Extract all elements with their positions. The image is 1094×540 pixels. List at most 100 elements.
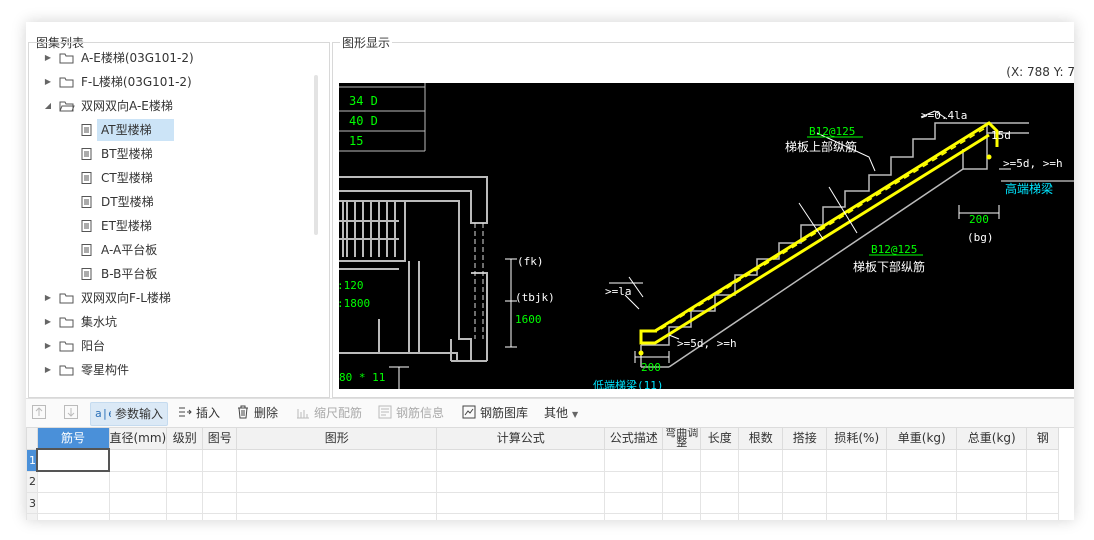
table-row[interactable]: 2 [26, 470, 1060, 493]
collapsed-arrow-icon[interactable]: ▶ [44, 341, 52, 350]
table-cell[interactable] [738, 448, 784, 472]
table-cell[interactable] [436, 448, 606, 472]
table-cell[interactable] [700, 470, 740, 493]
table-cell[interactable] [166, 470, 204, 493]
table-cell[interactable] [956, 492, 1028, 514]
row-number[interactable]: 2 [26, 470, 38, 493]
table-cell[interactable] [604, 448, 664, 472]
table-cell[interactable] [236, 513, 438, 520]
table-row[interactable]: 1 [26, 448, 1060, 472]
column-header[interactable]: 根数 [738, 427, 784, 450]
table-cell[interactable] [108, 470, 168, 493]
table-cell[interactable] [202, 448, 238, 472]
table-row[interactable]: 4 [26, 513, 1060, 520]
table-cell[interactable] [236, 492, 438, 514]
drawing-canvas[interactable]: 34 D 40 D 15 [339, 83, 1074, 389]
row-number[interactable]: 1 [26, 448, 38, 472]
table-cell[interactable] [662, 470, 702, 493]
move-down-button[interactable] [64, 402, 82, 424]
table-cell[interactable] [1026, 492, 1060, 514]
table-cell[interactable] [826, 492, 888, 514]
column-header[interactable]: 图形 [236, 427, 438, 450]
row-number[interactable]: 4 [26, 513, 38, 520]
column-header[interactable]: 图号 [202, 427, 238, 450]
expanded-arrow-icon[interactable]: ◢ [44, 101, 52, 110]
table-cell[interactable] [36, 448, 110, 472]
table-cell[interactable] [166, 448, 204, 472]
column-header[interactable]: 级别 [166, 427, 204, 450]
table-cell[interactable] [782, 470, 828, 493]
table-cell[interactable] [202, 470, 238, 493]
table-cell[interactable] [436, 492, 606, 514]
column-header[interactable]: 搭接 [782, 427, 828, 450]
column-header[interactable]: 钢 [1026, 427, 1060, 450]
collapsed-arrow-icon[interactable]: ▶ [44, 53, 52, 62]
table-cell[interactable] [738, 513, 784, 520]
table-cell[interactable] [604, 492, 664, 514]
tree-scrollbar[interactable] [314, 75, 318, 235]
table-cell[interactable] [604, 513, 664, 520]
collapsed-arrow-icon[interactable]: ▶ [44, 77, 52, 86]
column-header[interactable]: 总重(kg) [956, 427, 1028, 450]
move-up-button[interactable] [32, 402, 50, 424]
rebar-info-button[interactable]: 钢筋信息 [378, 402, 444, 424]
table-cell[interactable] [886, 448, 958, 472]
scale-rebar-button[interactable]: 缩尺配筋 [296, 402, 362, 424]
table-cell[interactable] [436, 513, 606, 520]
column-header[interactable]: 直径(mm) [108, 427, 168, 450]
table-cell[interactable] [1026, 513, 1060, 520]
table-cell[interactable] [1026, 448, 1060, 472]
table-cell[interactable] [166, 492, 204, 514]
table-cell[interactable] [108, 513, 168, 520]
table-cell[interactable] [662, 492, 702, 514]
table-cell[interactable] [782, 448, 828, 472]
collapsed-arrow-icon[interactable]: ▶ [44, 317, 52, 326]
collapsed-arrow-icon[interactable]: ▶ [44, 365, 52, 374]
column-header[interactable]: 长度 [700, 427, 740, 450]
table-cell[interactable] [36, 492, 110, 514]
table-cell[interactable] [886, 513, 958, 520]
column-header[interactable]: 单重(kg) [886, 427, 958, 450]
table-cell[interactable] [36, 470, 110, 493]
rebar-library-button[interactable]: 钢筋图库 [462, 402, 528, 424]
column-header[interactable]: 弯曲调整 [662, 427, 702, 450]
insert-button[interactable]: 插入 [178, 402, 220, 424]
table-cell[interactable] [826, 513, 888, 520]
table-cell[interactable] [700, 448, 740, 472]
table-cell[interactable] [1026, 470, 1060, 493]
table-cell[interactable] [662, 448, 702, 472]
table-cell[interactable] [956, 470, 1028, 493]
table-cell[interactable] [782, 513, 828, 520]
table-cell[interactable] [956, 448, 1028, 472]
row-number[interactable]: 3 [26, 492, 38, 514]
table-cell[interactable] [886, 492, 958, 514]
table-cell[interactable] [738, 492, 784, 514]
column-header[interactable]: 损耗(%) [826, 427, 888, 450]
table-cell[interactable] [236, 448, 438, 472]
column-header[interactable]: 公式描述 [604, 427, 664, 450]
table-cell[interactable] [604, 470, 664, 493]
table-cell[interactable] [826, 470, 888, 493]
table-row[interactable]: 3 [26, 492, 1060, 514]
column-header[interactable]: 筋号 [36, 427, 110, 450]
table-cell[interactable] [782, 492, 828, 514]
collapsed-arrow-icon[interactable]: ▶ [44, 293, 52, 302]
other-menu-button[interactable]: 其他▼ [544, 402, 578, 424]
table-cell[interactable] [202, 492, 238, 514]
table-cell[interactable] [826, 448, 888, 472]
delete-button[interactable]: 删除 [236, 402, 278, 424]
table-cell[interactable] [886, 470, 958, 493]
table-cell[interactable] [108, 448, 168, 472]
table-cell[interactable] [662, 513, 702, 520]
table-cell[interactable] [436, 470, 606, 493]
table-cell[interactable] [738, 470, 784, 493]
table-cell[interactable] [108, 492, 168, 514]
param-input-button[interactable]: a|e参数输入 [90, 402, 169, 426]
column-header[interactable]: 计算公式 [436, 427, 606, 450]
table-cell[interactable] [202, 513, 238, 520]
table-cell[interactable] [700, 513, 740, 520]
table-cell[interactable] [36, 513, 110, 520]
table-cell[interactable] [166, 513, 204, 520]
table-cell[interactable] [236, 470, 438, 493]
table-cell[interactable] [700, 492, 740, 514]
